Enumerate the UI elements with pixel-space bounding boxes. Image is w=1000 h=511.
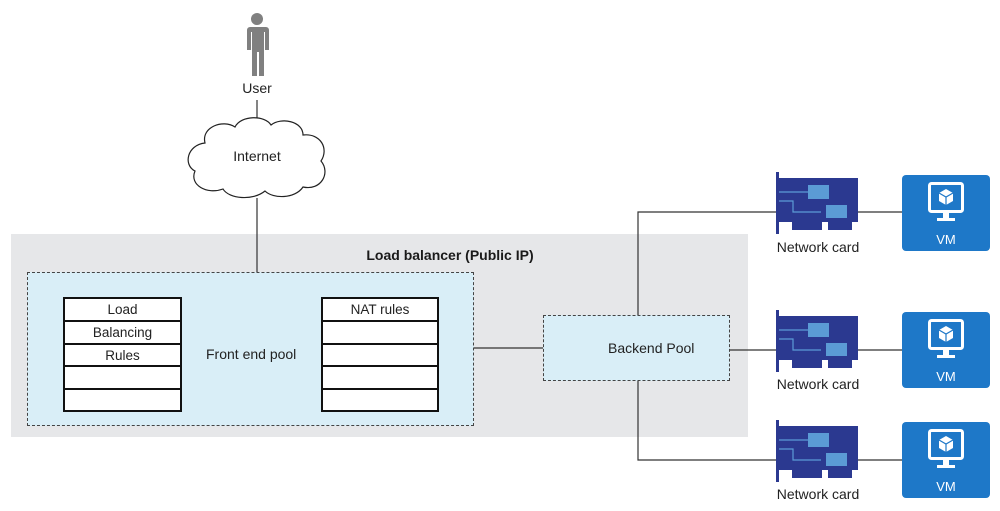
lb-rule-cell	[65, 367, 180, 391]
vm-2[interactable]: VM	[902, 312, 990, 388]
lb-rule-cell: Rules	[65, 345, 180, 368]
lb-rule-cell: Balancing	[65, 322, 180, 345]
vm-label: VM	[936, 232, 956, 247]
backend-pool-label: Backend Pool	[608, 340, 695, 356]
backend-pool[interactable]	[543, 315, 730, 381]
network-card-icon	[776, 420, 858, 482]
user-label: User	[242, 80, 272, 96]
network-card-label: Network card	[776, 239, 860, 255]
internet-label: Internet	[233, 148, 281, 164]
cloud-icon	[187, 117, 326, 199]
load-balancer-title: Load balancer (Public IP)	[366, 247, 534, 263]
nat-rule-cell: NAT rules	[323, 299, 437, 322]
backend-nic1-line	[637, 211, 778, 315]
network-card-icon	[776, 172, 858, 234]
load-balancing-rules-table[interactable]: Load Balancing Rules	[63, 297, 182, 412]
network-card-2[interactable]	[776, 310, 860, 377]
nat-rule-cell	[323, 345, 437, 368]
vm-3[interactable]: VM	[902, 422, 990, 498]
nat-rule-cell	[323, 322, 437, 345]
vm-monitor-icon	[928, 319, 964, 358]
network-card-1[interactable]	[776, 172, 860, 239]
network-card-3[interactable]	[776, 420, 860, 487]
network-card-label: Network card	[776, 486, 860, 502]
person-icon	[247, 13, 269, 76]
vm-label: VM	[936, 479, 956, 494]
vm-1[interactable]: VM	[902, 175, 990, 251]
network-card-icon	[776, 310, 858, 372]
nat-rules-table[interactable]: NAT rules	[321, 297, 439, 412]
vm-monitor-icon	[928, 182, 964, 221]
vm-label: VM	[936, 369, 956, 384]
nat-rule-cell	[323, 367, 437, 391]
front-end-pool-label: Front end pool	[206, 346, 297, 362]
network-card-label: Network card	[776, 376, 860, 392]
vm-monitor-icon	[928, 429, 964, 468]
lb-rule-cell: Load	[65, 299, 180, 322]
backend-nic3-line	[637, 381, 778, 461]
